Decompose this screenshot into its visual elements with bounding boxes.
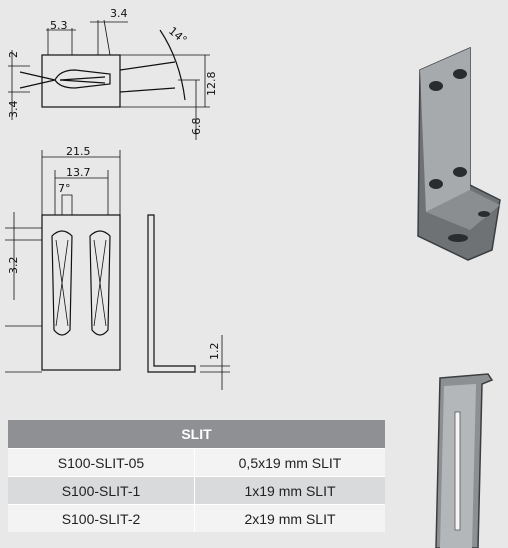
row-desc: 1x19 mm SLIT [194,476,385,505]
slit-photo [435,373,494,548]
row-code: S100-SLIT-2 [8,504,195,532]
table-row: S100-SLIT-2 2x19 mm SLIT [8,504,385,532]
dim-top-c: 2 [7,51,20,58]
dim-front-side: 3.2 [7,257,20,275]
slit-table: SLIT S100-SLIT-05 0,5x19 mm SLIT S100-SL… [8,420,385,532]
row-code: S100-SLIT-05 [8,448,195,477]
dim-top-a: 5.3 [50,19,68,32]
dim-top-e: 12.8 [205,72,218,97]
top-view [8,19,210,140]
dim-top-d: 3.4 [7,101,20,119]
front-view [5,150,230,390]
dim-front-thickness: 1.2 [208,343,221,361]
row-desc: 2x19 mm SLIT [194,504,385,532]
row-desc: 0,5x19 mm SLIT [194,448,385,477]
bracket-photo [417,46,501,261]
dim-front-width: 21.5 [66,145,91,158]
table-header: SLIT [8,420,385,449]
dim-top-f: 6.8 [190,118,203,136]
dim-top-b: 3.4 [110,7,128,20]
table-row: S100-SLIT-05 0,5x19 mm SLIT [8,448,385,477]
dim-front-inner: 13.7 [66,166,91,179]
dim-top-angle: 14° [166,24,189,46]
dim-front-angle: 7° [58,182,71,195]
table-row: S100-SLIT-1 1x19 mm SLIT [8,476,385,505]
row-code: S100-SLIT-1 [8,476,195,505]
